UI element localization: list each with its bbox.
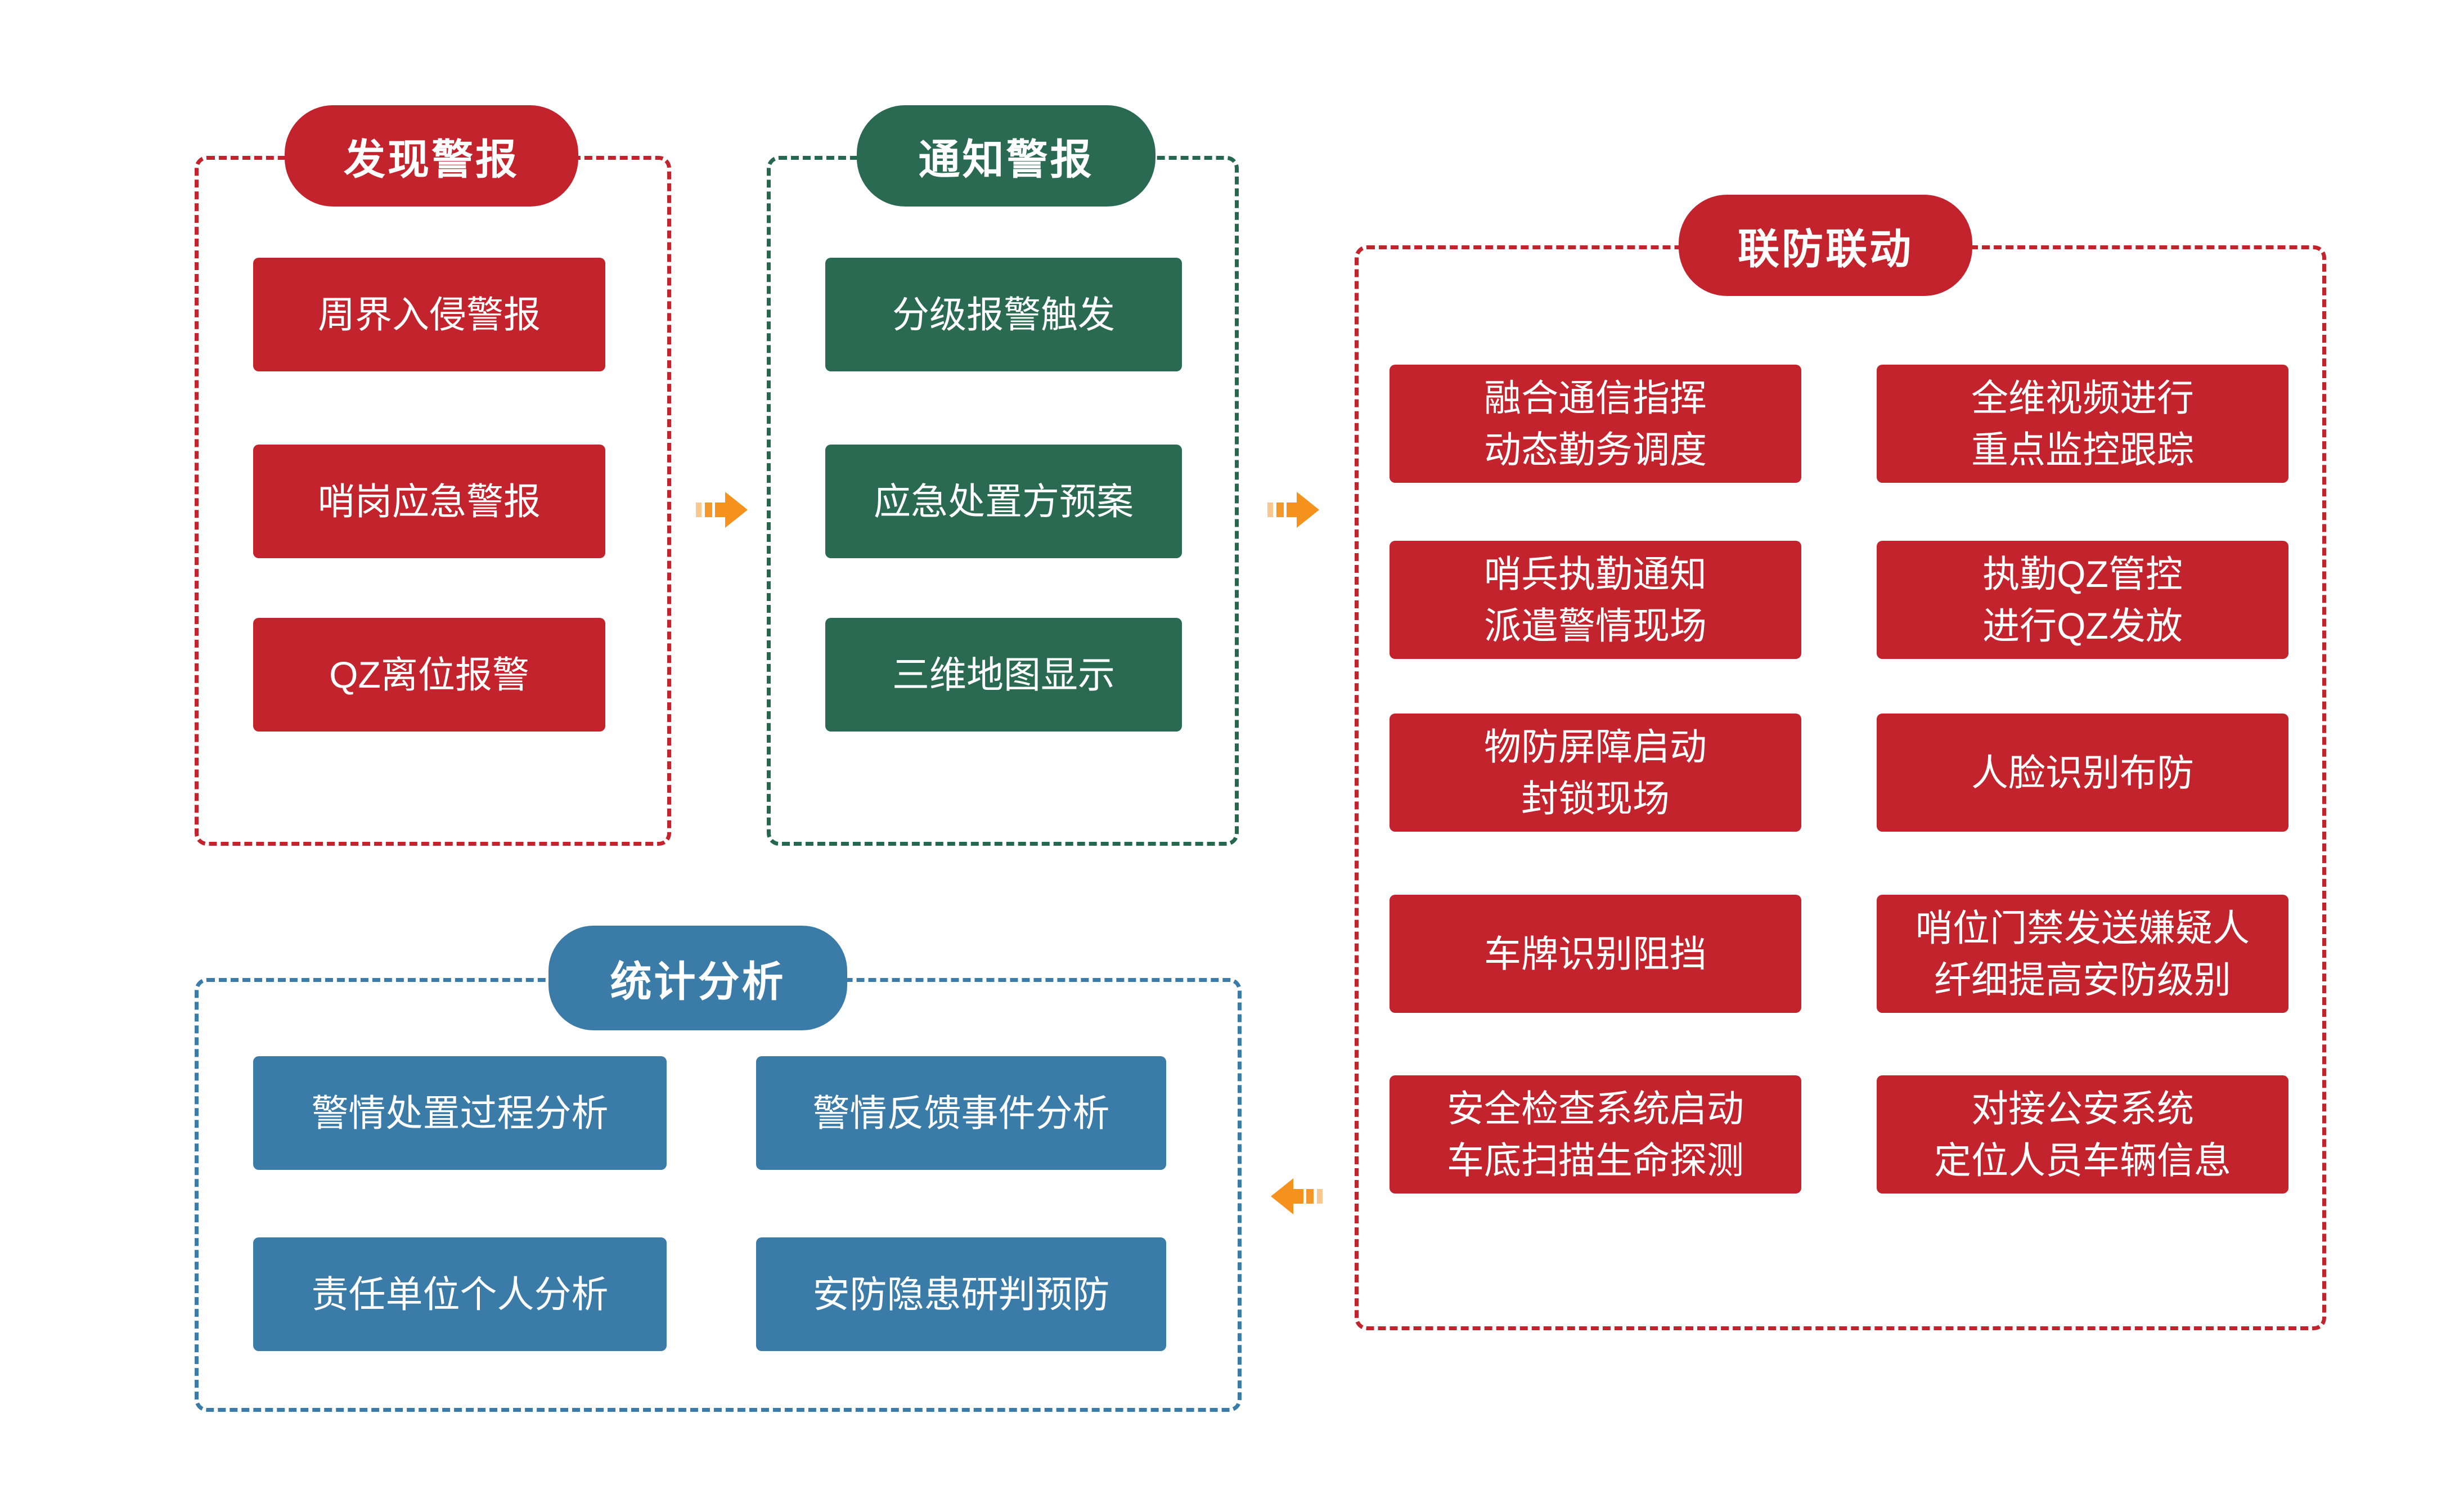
stats-analysis-title-pill: 统计分析 — [548, 926, 847, 1030]
flow-box-face-recognition-deploy: 人脸识别布防 — [1877, 714, 2288, 832]
flow-box-3d-map-display: 三维地图显示 — [825, 618, 1182, 732]
flow-box-plate-recognition-block: 车牌识别阻挡 — [1390, 895, 1801, 1013]
flow-box-full-video-tracking: 全维视频进行 重点监控跟踪 — [1877, 365, 2288, 483]
flow-box-physical-barrier-lockdown: 物防屏障启动 封锁现场 — [1390, 714, 1801, 832]
flow-box-responsible-unit-analysis: 责任单位个人分析 — [253, 1237, 667, 1351]
flow-box-tiered-alarm-trigger: 分级报警触发 — [825, 258, 1182, 371]
flow-box-access-suspect-alert: 哨位门禁发送嫌疑人 纤细提高安防级别 — [1877, 895, 2288, 1013]
linkage-to-stats-arrow-icon — [1270, 1174, 1323, 1219]
flow-box-alarm-feedback-analysis: 警情反馈事件分析 — [756, 1056, 1166, 1170]
flow-box-qz-control-issue: 执勤QZ管控 进行QZ发放 — [1877, 541, 2288, 659]
flow-box-security-check-scan: 安全检查系统启动 车底扫描生命探测 — [1390, 1075, 1801, 1194]
notify-to-linkage-arrow-icon — [1267, 487, 1320, 532]
flow-box-perimeter-intrusion-alert: 周界入侵警报 — [253, 258, 605, 371]
discover-to-notify-arrow-icon — [696, 487, 749, 532]
flow-box-fusion-comms-dispatch: 融合通信指挥 动态勤务调度 — [1390, 365, 1801, 483]
flow-box-alarm-handling-analysis: 警情处置过程分析 — [253, 1056, 667, 1170]
flow-box-sentry-duty-notify: 哨兵执勤通知 派遣警情现场 — [1390, 541, 1801, 659]
discover-alerts-title-pill: 发现警报 — [285, 105, 578, 207]
flow-box-sentry-emergency-alert: 哨岗应急警报 — [253, 445, 605, 558]
flow-box-police-system-locate: 对接公安系统 定位人员车辆信息 — [1877, 1075, 2288, 1194]
joint-defense-title-pill: 联防联动 — [1679, 195, 1972, 296]
flow-box-qz-offpost-alarm: QZ离位报警 — [253, 618, 605, 732]
flow-box-emergency-response-plan: 应急处置方预案 — [825, 445, 1182, 558]
notify-alerts-title-pill: 通知警报 — [857, 105, 1155, 207]
flow-box-hidden-danger-prediction: 安防隐患研判预防 — [756, 1237, 1166, 1351]
